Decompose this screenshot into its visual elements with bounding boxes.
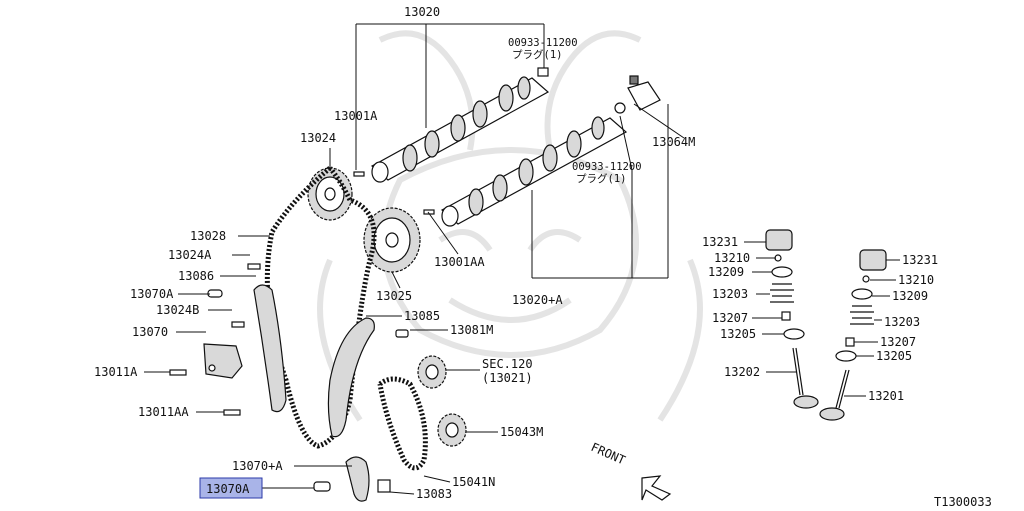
bolts[interactable]	[169, 263, 409, 416]
label-13203-left: 13203	[712, 287, 748, 301]
highlight-box-13070A	[199, 477, 263, 499]
plug-upper[interactable]	[537, 67, 549, 77]
label-15043M: 15043M	[500, 425, 543, 439]
nut-13083[interactable]	[377, 479, 391, 493]
camshaft-lower[interactable]	[440, 116, 628, 227]
label-plug2-text: プラグ(1)	[576, 172, 626, 185]
label-13070plusA: 13070+A	[232, 459, 283, 473]
label-13070A-highlighted: 13070A	[206, 482, 250, 496]
label-13025: 13025	[376, 289, 412, 303]
label-13207-left: 13207	[712, 311, 748, 325]
label-13231-right: 13231	[902, 253, 938, 267]
label-13070A-top: 13070A	[130, 287, 174, 301]
label-13231-left: 13231	[702, 235, 738, 249]
label-plug2-number: 00933-11200	[572, 161, 642, 173]
label-sec120-sub: (13021)	[482, 371, 533, 385]
tensioner-arm-13070plusA[interactable]	[345, 456, 370, 502]
label-13024: 13024	[300, 131, 336, 145]
tensioner-13070[interactable]	[203, 343, 243, 379]
label-13210-right: 13210	[898, 273, 934, 287]
label-13020plusA: 13020+A	[512, 293, 563, 307]
label-13209-left: 13209	[708, 265, 744, 279]
camshaft-upper[interactable]	[370, 76, 550, 183]
label-13203-right: 13203	[884, 315, 920, 329]
label-13001AA: 13001AA	[434, 255, 485, 269]
label-13011A: 13011A	[94, 365, 138, 379]
label-13085: 13085	[404, 309, 440, 323]
label-13028: 13028	[190, 229, 226, 243]
diagram-id: T1300033	[934, 495, 992, 509]
label-13209-right: 13209	[892, 289, 928, 303]
label-15041N: 15041N	[452, 475, 495, 489]
label-13205-left: 13205	[720, 327, 756, 341]
label-13201: 13201	[868, 389, 904, 403]
sprocket-13024[interactable]	[307, 167, 353, 221]
label-13024A: 13024A	[168, 248, 212, 262]
label-13064M: 13064M	[652, 135, 695, 149]
label-13083: 13083	[416, 487, 452, 501]
valve-train-left[interactable]	[765, 229, 819, 409]
camshaft-sensor-13064M[interactable]	[627, 75, 661, 111]
label-13070: 13070	[132, 325, 168, 339]
timing-chain-15041N[interactable]	[377, 376, 428, 471]
front-direction-arrow	[641, 475, 672, 501]
sprocket-13025[interactable]	[363, 207, 421, 273]
valve-train-right[interactable]	[819, 249, 887, 421]
label-plug1-text: プラグ(1)	[512, 48, 562, 61]
label-13001A: 13001A	[334, 109, 378, 123]
label-front: FRONT	[589, 440, 628, 467]
part-labels: 13020 00933-11200 プラグ(1) 13001A 13024 13…	[94, 5, 992, 509]
label-13210-left: 13210	[714, 251, 750, 265]
label-13205-right: 13205	[876, 349, 912, 363]
label-sec120: SEC.120	[482, 357, 533, 371]
label-13081M: 13081M	[450, 323, 493, 337]
sprocket-sec120[interactable]	[417, 355, 447, 389]
label-13020: 13020	[404, 5, 440, 19]
chain-guide-13086[interactable]	[253, 284, 287, 413]
label-13024B: 13024B	[156, 303, 199, 317]
label-plug1-number: 00933-11200	[508, 37, 578, 49]
label-13011AA: 13011AA	[138, 405, 189, 419]
sprocket-15043M[interactable]	[437, 413, 467, 447]
leader-lines	[144, 23, 900, 495]
plug-lower[interactable]	[614, 102, 626, 114]
plunger-13070A[interactable]	[313, 481, 331, 492]
label-13202: 13202	[724, 365, 760, 379]
chain-guide-13085[interactable]	[327, 317, 375, 438]
label-13086: 13086	[178, 269, 214, 283]
label-13207-right: 13207	[880, 335, 916, 349]
